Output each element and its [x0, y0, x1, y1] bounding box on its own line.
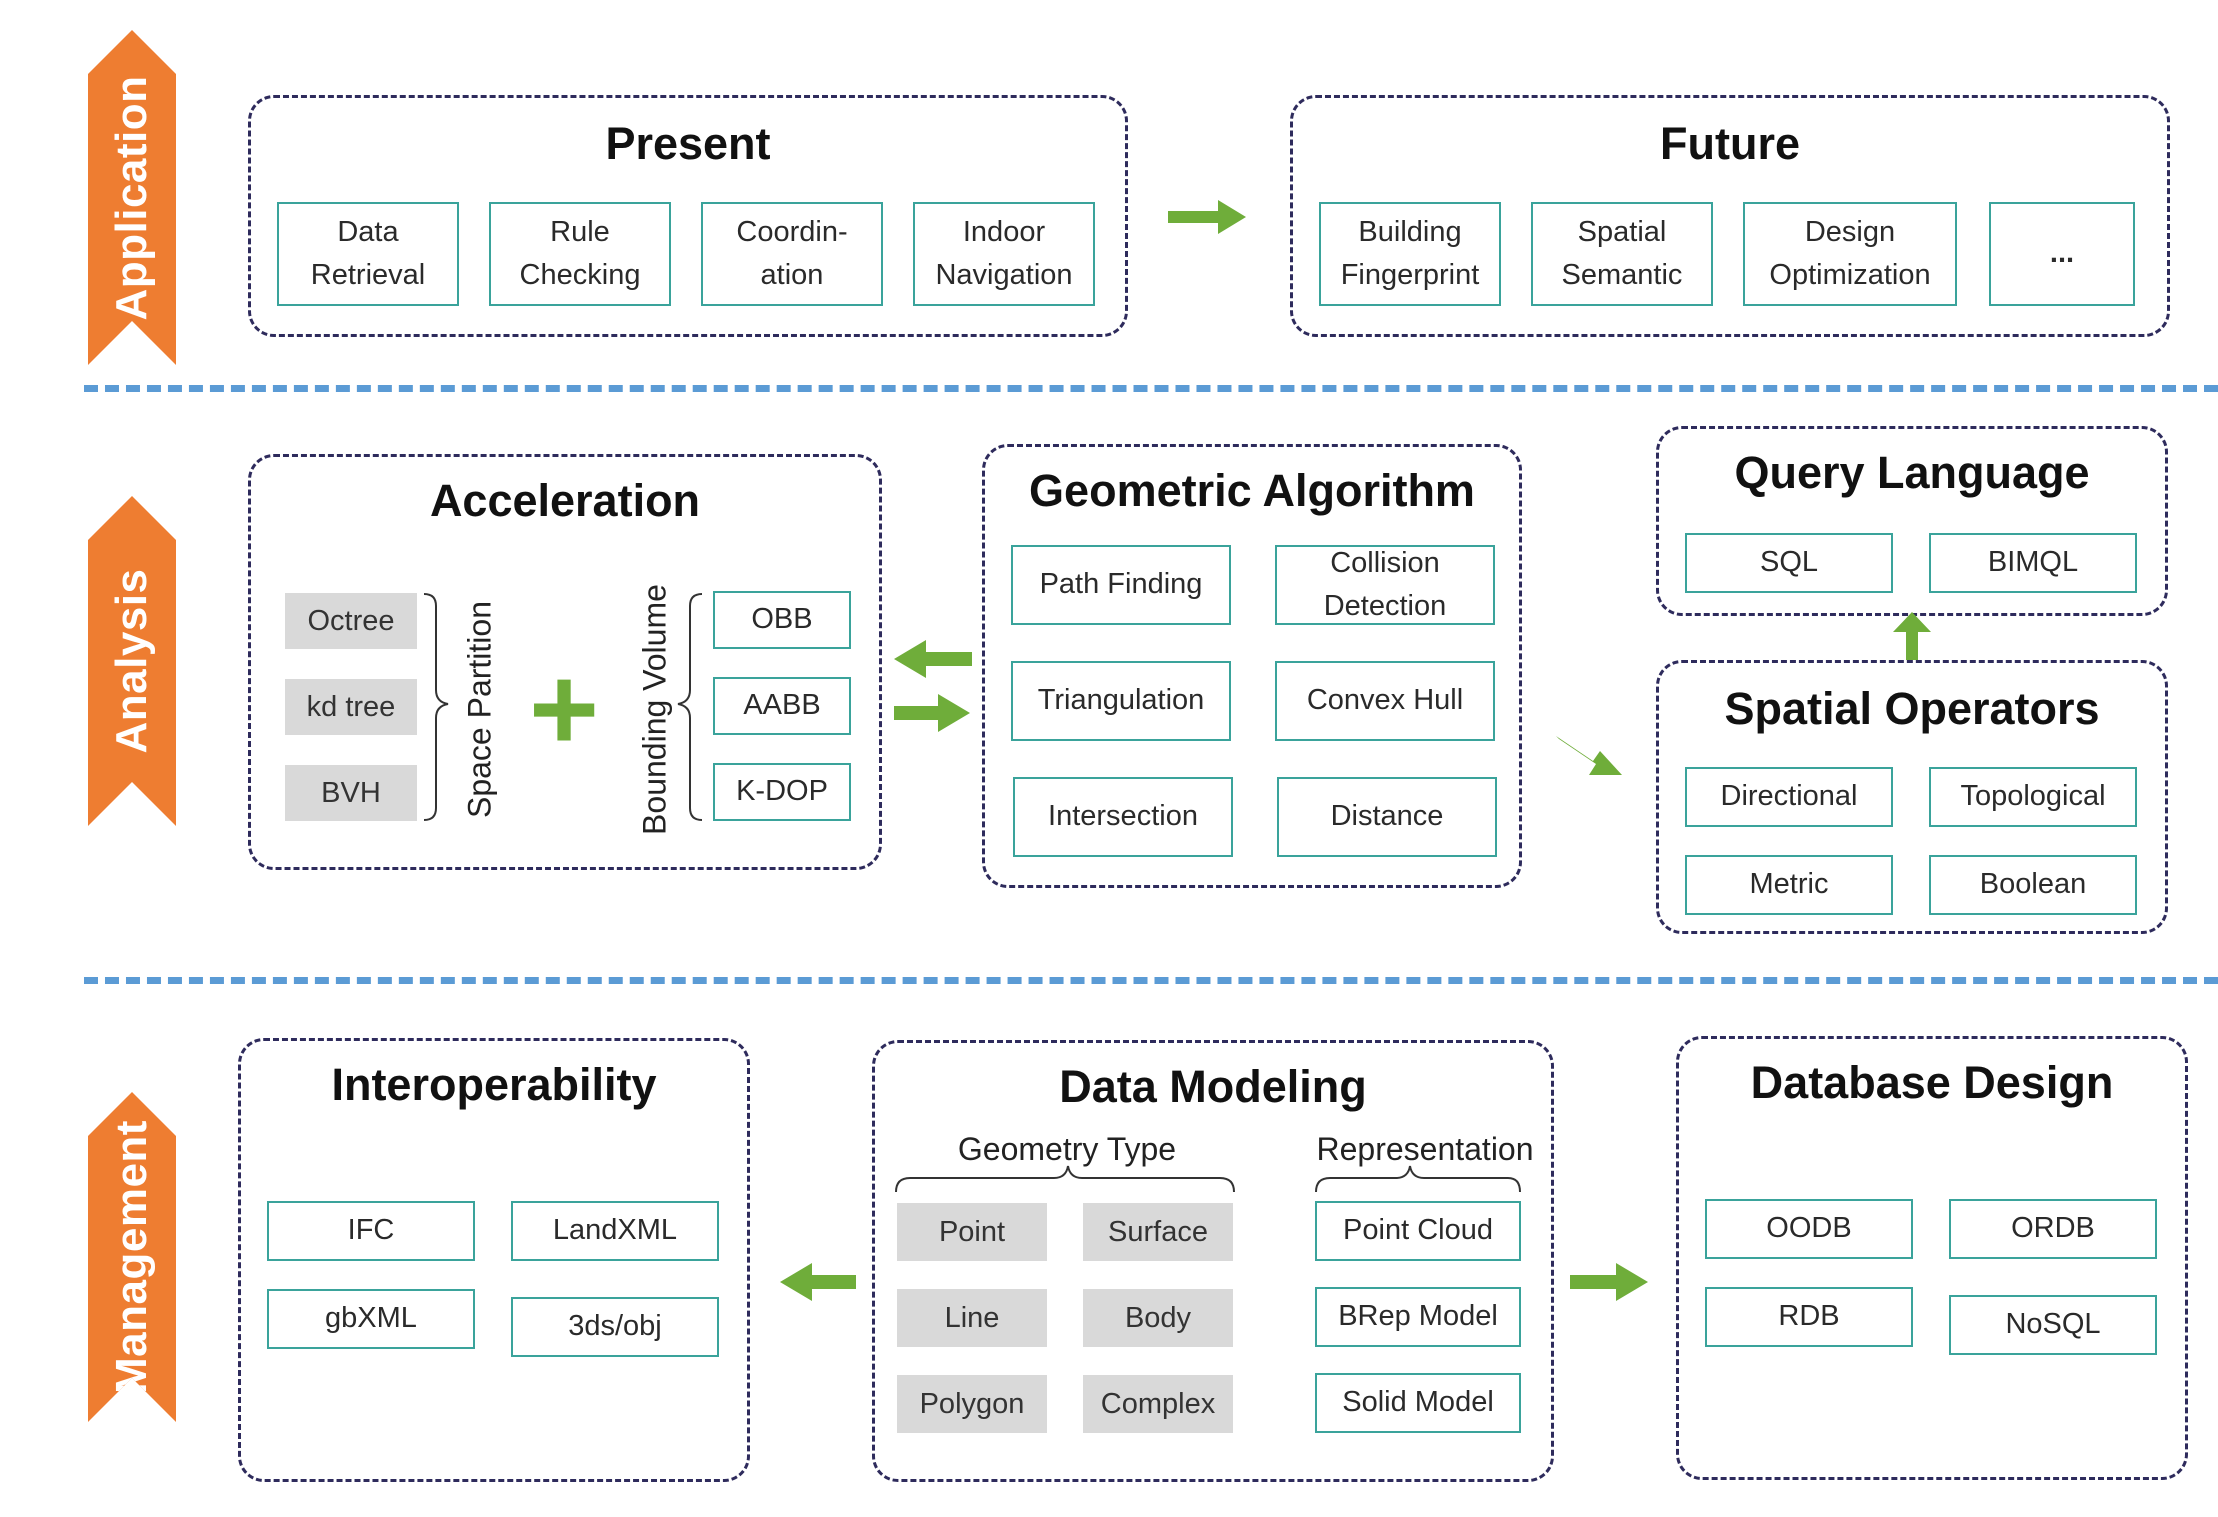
- interop-item-gbxml: gbXML: [267, 1289, 475, 1349]
- geometry-type-brace: [895, 1165, 1235, 1193]
- future-item-spatial-semantic: Spatial Semantic: [1531, 202, 1713, 306]
- representation-item-point-cloud: Point Cloud: [1315, 1201, 1521, 1261]
- geometry-item-polygon: Polygon: [897, 1375, 1047, 1433]
- geometry-item-point: Point: [897, 1203, 1047, 1261]
- representation-item-solid-model: Solid Model: [1315, 1373, 1521, 1433]
- geometry-item-complex: Complex: [1083, 1375, 1233, 1433]
- representation-label: Representation: [1316, 1131, 1534, 1167]
- geometry-item-surface: Surface: [1083, 1203, 1233, 1261]
- present-group: Present Data Retrieval Rule Checking Coo…: [248, 95, 1128, 337]
- arrow-present-to-future: [1168, 200, 1246, 234]
- query-item-bimql: BIMQL: [1929, 533, 2137, 593]
- arrow-spatial-to-query: [1893, 612, 1931, 660]
- space-partition-item-kd-tree: kd tree: [285, 679, 417, 735]
- arrow-geometric-to-spatial: [1556, 736, 1622, 775]
- data-modeling-group: Data Modeling Geometry Type Representati…: [872, 1040, 1554, 1482]
- plus-sign: +: [529, 642, 600, 776]
- database-item-rdb: RDB: [1705, 1287, 1913, 1347]
- geometric-item-convex-hull: Convex Hull: [1275, 661, 1495, 741]
- data-modeling-title: Data Modeling: [1059, 1061, 1367, 1112]
- database-design-group: Database Design OODB ORDB RDB NoSQL: [1676, 1036, 2188, 1480]
- bounding-volume-brace: [677, 593, 703, 821]
- present-item-coordination: Coordin- ation: [701, 202, 883, 306]
- geometric-item-triangulation: Triangulation: [1011, 661, 1231, 741]
- spatial-operators-group: Spatial Operators Directional Topologica…: [1656, 660, 2168, 934]
- database-design-title: Database Design: [1750, 1057, 2114, 1108]
- acceleration-title: Acceleration: [429, 475, 701, 526]
- layer-tag-analysis: Analysis: [88, 496, 176, 826]
- query-language-title: Query Language: [1734, 447, 2090, 498]
- geometric-algorithm-title: Geometric Algorithm: [1029, 465, 1475, 516]
- present-item-data-retrieval: Data Retrieval: [277, 202, 459, 306]
- bounding-volume-item-k-dop: K-DOP: [713, 763, 851, 821]
- geometry-item-body: Body: [1083, 1289, 1233, 1347]
- arrow-geometric-to-acceleration: [894, 640, 972, 678]
- query-language-group: Query Language SQL BIMQL: [1656, 426, 2168, 616]
- layer-tag-application: Application: [88, 30, 176, 365]
- space-partition-item-octree: Octree: [285, 593, 417, 649]
- bounding-volume-item-aabb: AABB: [713, 677, 851, 735]
- spatial-item-directional: Directional: [1685, 767, 1893, 827]
- geometric-item-intersection: Intersection: [1013, 777, 1233, 857]
- database-item-oodb: OODB: [1705, 1199, 1913, 1259]
- layer-tag-management: Management: [88, 1092, 176, 1422]
- geometric-item-path-finding: Path Finding: [1011, 545, 1231, 625]
- interop-item-ifc: IFC: [267, 1201, 475, 1261]
- representation-brace: [1315, 1165, 1521, 1193]
- arrows: [780, 200, 1931, 1301]
- interop-item-landxml: LandXML: [511, 1201, 719, 1261]
- space-partition-brace: [423, 593, 449, 821]
- interop-item-3ds-obj: 3ds/obj: [511, 1297, 719, 1357]
- arrow-datamodeling-to-database: [1570, 1263, 1648, 1301]
- future-item-building-fingerprint: Building Fingerprint: [1319, 202, 1501, 306]
- present-item-indoor-navigation: Indoor Navigation: [913, 202, 1095, 306]
- interoperability-group: Interoperability IFC LandXML gbXML 3ds/o…: [238, 1038, 750, 1482]
- divider-analysis-management: [84, 977, 2218, 984]
- spatial-item-metric: Metric: [1685, 855, 1893, 915]
- database-item-ordb: ORDB: [1949, 1199, 2157, 1259]
- divider-application-analysis: [84, 385, 2218, 392]
- future-title: Future: [1660, 118, 1800, 169]
- database-item-nosql: NoSQL: [1949, 1295, 2157, 1355]
- arrow-datamodeling-to-interop: [780, 1263, 856, 1301]
- geometry-item-line: Line: [897, 1289, 1047, 1347]
- future-group: Future Building Fingerprint Spatial Sema…: [1290, 95, 2170, 337]
- future-item-ellipsis: ...: [1989, 202, 2135, 306]
- interoperability-title: Interoperability: [331, 1059, 657, 1110]
- spatial-item-boolean: Boolean: [1929, 855, 2137, 915]
- spatial-item-topological: Topological: [1929, 767, 2137, 827]
- query-item-sql: SQL: [1685, 533, 1893, 593]
- arrow-acceleration-to-geometric: [894, 694, 970, 732]
- future-item-design-optimization: Design Optimization: [1743, 202, 1957, 306]
- representation-item-brep-model: BRep Model: [1315, 1287, 1521, 1347]
- geometry-type-label: Geometry Type: [957, 1131, 1177, 1167]
- present-item-rule-checking: Rule Checking: [489, 202, 671, 306]
- present-title: Present: [605, 118, 771, 169]
- space-partition-item-bvh: BVH: [285, 765, 417, 821]
- geometric-item-distance: Distance: [1277, 777, 1497, 857]
- geometric-item-collision-detection: Collision Detection: [1275, 545, 1495, 625]
- bounding-volume-item-obb: OBB: [713, 591, 851, 649]
- acceleration-group: Acceleration Octree kd tree BVH Space Pa…: [248, 454, 882, 870]
- spatial-operators-title: Spatial Operators: [1724, 683, 2100, 734]
- geometric-algorithm-group: Geometric Algorithm Path Finding Collisi…: [982, 444, 1522, 888]
